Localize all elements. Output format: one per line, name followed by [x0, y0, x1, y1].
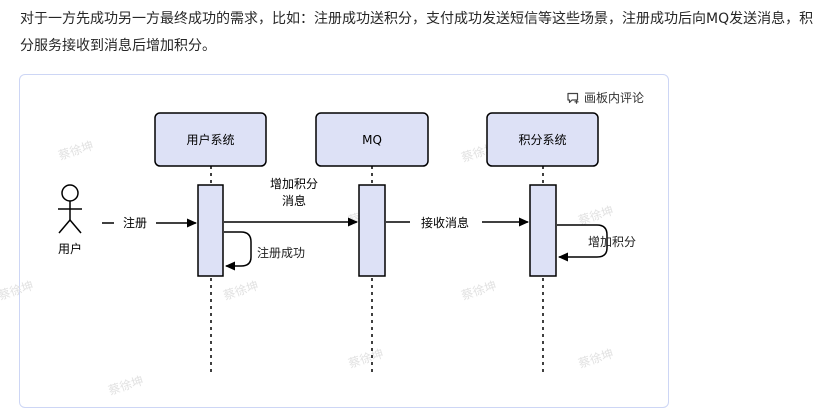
comment-icon — [567, 92, 579, 104]
intro-paragraph: 对于一方先成功另一方最终成功的需求，比如：注册成功送积分，支付成功发送短信等这些… — [20, 11, 814, 54]
board-comment-button[interactable]: 画板内评论 — [566, 89, 644, 106]
board-comment-label: 画板内评论 — [584, 91, 645, 105]
whiteboard[interactable] — [19, 74, 669, 408]
